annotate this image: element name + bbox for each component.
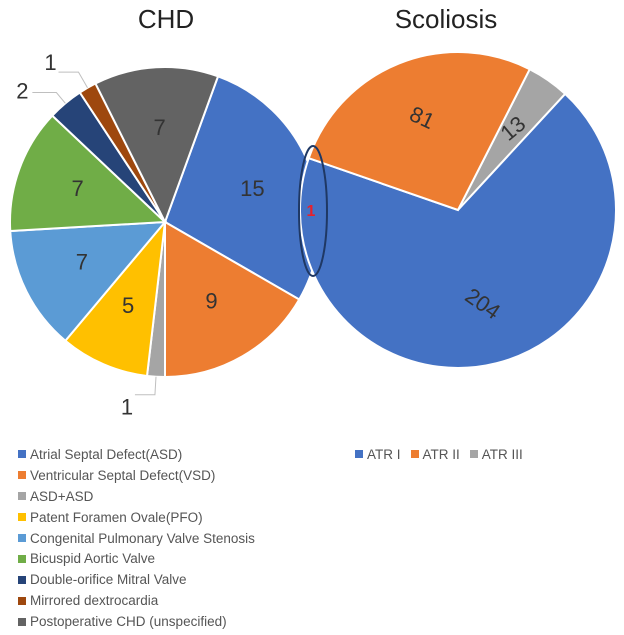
- data-label-bicuspid-aortic-valve: 7: [71, 176, 83, 201]
- legend-item-asd-asd: ASD+ASD: [18, 486, 358, 507]
- legend-swatch: [18, 534, 26, 542]
- overlap-ellipse: [298, 145, 328, 277]
- legend-item-atr-ii: ATR II: [410, 444, 460, 465]
- slice-patent-foramen-ovale-pfo: [63, 218, 167, 378]
- data-label-patent-foramen-ovale-pfo: 5: [122, 293, 134, 318]
- data-label-mirrored-dextrocardia: 1: [44, 50, 56, 75]
- data-label-double-orifice-mitral-valve: 2: [16, 78, 28, 103]
- data-label-postoperative-chd-unspecified: 7: [153, 115, 165, 140]
- legend-item-atr-iii: ATR III: [469, 444, 523, 465]
- legend-label: Postoperative CHD (unspecified): [30, 614, 227, 630]
- legend-swatch: [18, 450, 26, 459]
- legend-swatch: [18, 617, 26, 626]
- slice-bicuspid-aortic-valve: [9, 114, 168, 233]
- legend-item-mirrored-dextrocardia: Mirrored dextrocardia: [18, 590, 358, 611]
- legend-item-postoperative-chd-unspecified: Postoperative CHD (unspecified): [18, 611, 358, 632]
- legend-item-double-orifice-mitral-valve: Double-orifice Mitral Valve: [18, 569, 358, 590]
- scoliosis-legend: ATR I ATR II ATR III: [355, 444, 523, 465]
- legend-label: Atrial Septal Defect(ASD): [30, 446, 183, 462]
- slice-congenital-pulmonary-valve-stenosis: [9, 220, 168, 343]
- chd-title: CHD: [138, 4, 194, 34]
- slice-atr-ii: [307, 51, 532, 212]
- leader-line-mirrored-dextrocardia: [58, 71, 88, 89]
- legend-label: ATR I: [367, 446, 401, 462]
- legend-item-ventricular-septal-defect-vsd: Ventricular Septal Defect(VSD): [18, 465, 358, 486]
- legend-label: Ventricular Septal Defect(VSD): [30, 467, 216, 483]
- legend-item-atr-i: ATR I: [355, 444, 401, 465]
- legend-label: Double-orifice Mitral Valve: [30, 572, 187, 588]
- slice-postoperative-chd-unspecified: [94, 66, 220, 225]
- legend-swatch: [18, 492, 26, 501]
- leader-line-double-orifice-mitral-valve: [32, 92, 66, 104]
- legend-swatch: [18, 513, 26, 522]
- slice-atr-i: [299, 92, 617, 369]
- data-label-ventricular-septal-defect-vsd: 9: [205, 288, 217, 313]
- legend-swatch: [18, 596, 26, 605]
- data-label-asd-asd: 1: [121, 395, 133, 420]
- legend-label: Bicuspid Aortic Valve: [30, 551, 156, 567]
- legend-swatch: [355, 450, 363, 459]
- legend-swatch: [469, 450, 478, 459]
- legend-label: Mirrored dextrocardia: [30, 593, 159, 609]
- legend-label: Congenital Pulmonary Valve Stenosis: [30, 530, 255, 546]
- legend-swatch: [18, 575, 26, 584]
- legend-label: ASD+ASD: [30, 488, 94, 504]
- slice-ventricular-septal-defect-vsd: [164, 220, 301, 379]
- legend-swatch: [18, 471, 26, 480]
- legend-item-congenital-pulmonary-valve-stenosis: Congenital Pulmonary Valve Stenosis: [18, 528, 358, 549]
- legend-label: Patent Foramen Ovale(PFO): [30, 509, 203, 525]
- leader-line-asd-asd: [134, 376, 157, 396]
- overlap-label: 1: [307, 203, 316, 220]
- legend-swatch: [410, 450, 419, 459]
- legend-item-bicuspid-aortic-valve: Bicuspid Aortic Valve: [18, 548, 358, 569]
- legend-swatch: [18, 554, 26, 563]
- legend-label: ATR II: [422, 446, 460, 462]
- chd-legend: Atrial Septal Defect(ASD) Ventricular Sep…: [18, 444, 358, 632]
- legend-item-atrial-septal-defect-asd: Atrial Septal Defect(ASD): [18, 444, 358, 465]
- data-label-congenital-pulmonary-valve-stenosis: 7: [76, 250, 88, 275]
- scoliosis-title: Scoliosis: [395, 4, 498, 34]
- legend-label: ATR III: [481, 446, 523, 462]
- legend-item-patent-foramen-ovale-pfo: Patent Foramen Ovale(PFO): [18, 507, 358, 528]
- data-label-atrial-septal-defect-asd: 15: [240, 176, 264, 201]
